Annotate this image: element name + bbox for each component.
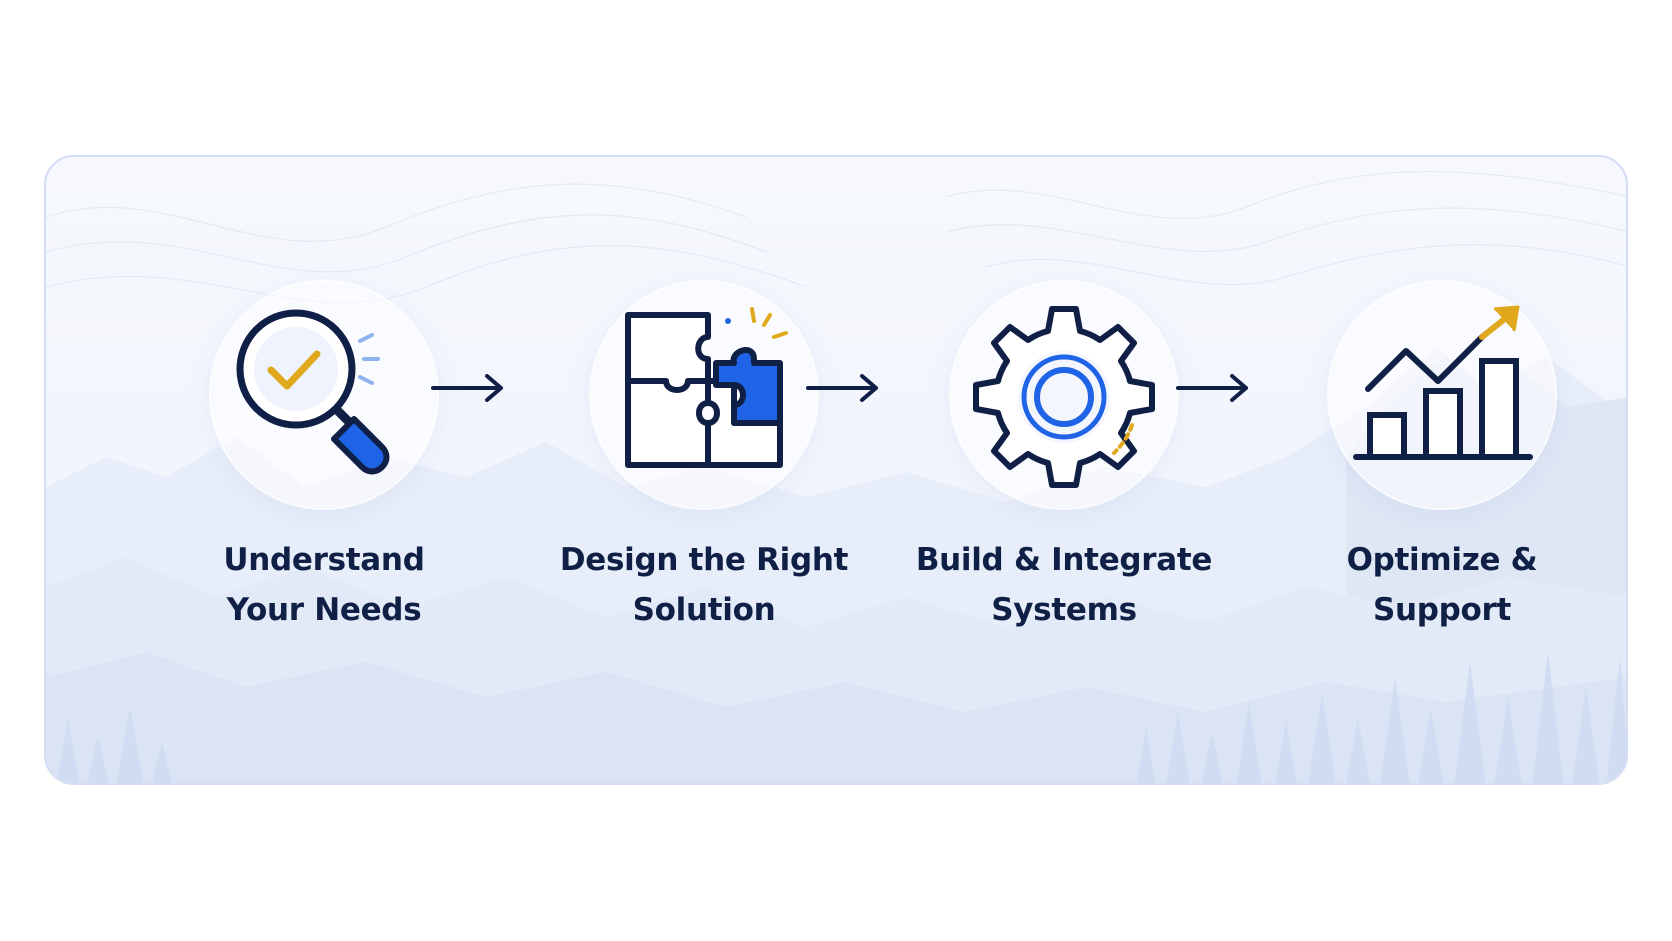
step-build: Build & Integrate Systems xyxy=(904,157,1224,783)
step-optimize: Optimize & Support xyxy=(1282,157,1602,783)
step-label: Design the Right Solution xyxy=(559,542,849,628)
puzzle-icon xyxy=(625,307,788,468)
step-label: Optimize & Support xyxy=(1346,542,1538,628)
growth-chart-icon xyxy=(1353,305,1533,460)
magnifier-check-icon xyxy=(236,309,390,475)
arrow-right-icon xyxy=(431,374,503,402)
arrow-right-icon xyxy=(1176,374,1248,402)
mountain-background xyxy=(46,170,1626,783)
arrow-right-icon xyxy=(806,374,878,402)
step-label: Understand Your Needs xyxy=(223,542,425,628)
gear-icon xyxy=(973,306,1155,488)
step-label: Build & Integrate Systems xyxy=(915,542,1213,628)
step-design: Design the Right Solution xyxy=(544,157,864,783)
process-card: Understand Your Needs xyxy=(44,155,1628,785)
step-understand: Understand Your Needs xyxy=(164,157,484,783)
